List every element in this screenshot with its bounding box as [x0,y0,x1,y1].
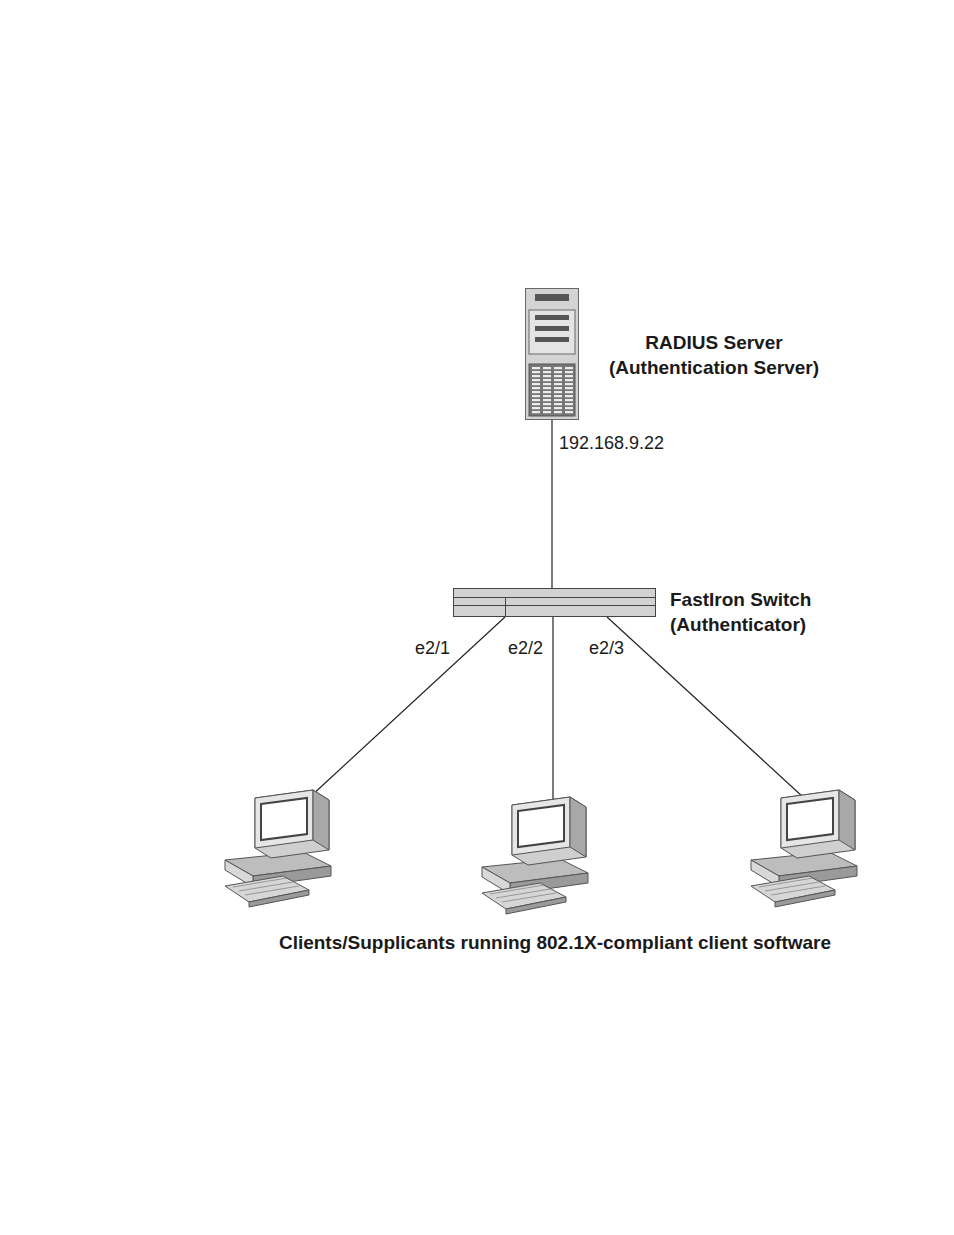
port-label: e2/2 [506,637,545,659]
wire [310,617,505,797]
port-label: e2/1 [413,637,452,659]
port-label: e2/3 [587,637,626,659]
wire [552,617,553,800]
radius-server: RADIUS Server (Authentication Server) [525,288,579,420]
caption-text: Clients/Supplicants running 802.1X-compl… [277,932,833,954]
client-wires [310,617,803,800]
client-computer [482,797,588,914]
server-label: RADIUS Server (Authentication Server) [589,330,839,380]
ip-address: 192.168.9.22 [557,432,666,454]
wire [607,617,803,797]
switch-icon [453,588,656,617]
client-computer [751,790,857,907]
client-computer [225,790,331,907]
network-switch: FastIron Switch (Authenticator) [453,588,656,617]
server-icon [525,288,579,420]
switch-label: FastIron Switch (Authenticator) [670,587,850,637]
network-link [551,420,552,588]
